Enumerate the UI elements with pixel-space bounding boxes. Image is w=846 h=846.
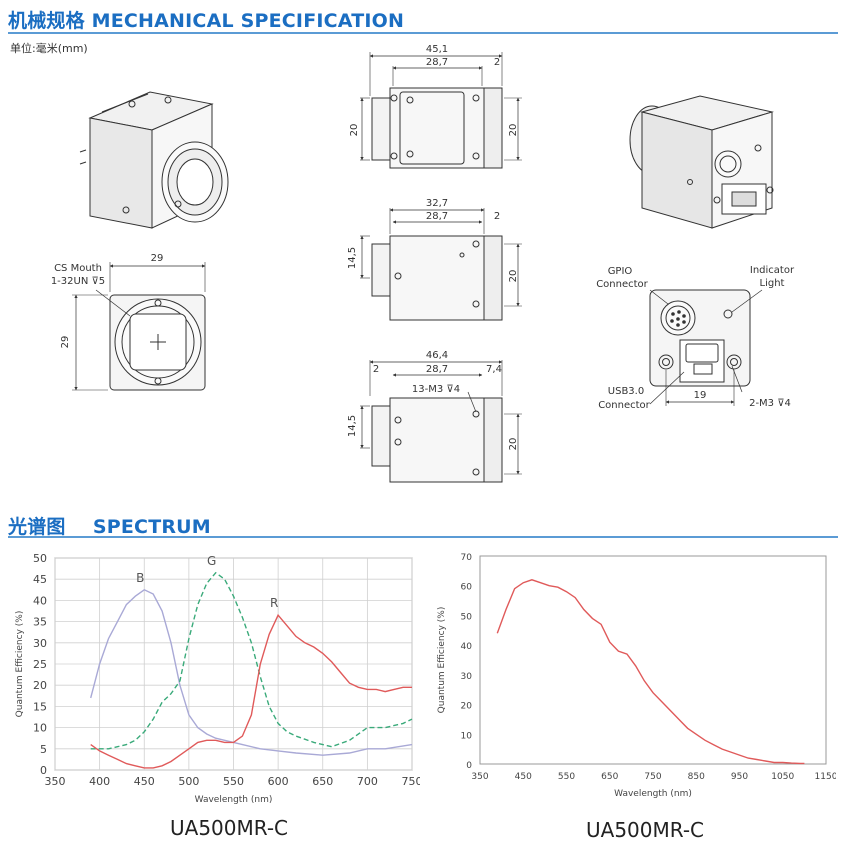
x-tick-label: 850	[688, 772, 705, 782]
rear-spacing-dim: 19	[694, 390, 707, 401]
side-total-dim: 32,7	[426, 198, 448, 209]
y-tick-label: 15	[33, 700, 47, 713]
y-tick-label: 35	[33, 616, 47, 629]
series-line-b	[90, 588, 413, 756]
camera-bottom-view	[360, 360, 522, 483]
x-tick-label: 650	[312, 775, 333, 788]
y-axis-label: Quantum Efficiency (%)	[437, 607, 447, 714]
gpio-label-line1: GPIO	[608, 266, 633, 277]
series-label-g: G	[207, 554, 216, 568]
side-height-left-dim: 14,5	[347, 247, 358, 269]
y-tick-label: 30	[461, 672, 473, 682]
series-label-b: B	[136, 571, 144, 585]
side-body-dim: 28,7	[426, 211, 448, 222]
top-total-dim: 45,1	[426, 44, 448, 55]
bottom-body-dim: 28,7	[426, 364, 448, 375]
x-tick-label: 600	[268, 775, 289, 788]
x-tick-label: 400	[89, 775, 110, 788]
camera-rear-view	[649, 289, 763, 406]
x-tick-label: 500	[178, 775, 199, 788]
bottom-hole-dim: 13-M3 ⊽4	[412, 384, 460, 395]
y-tick-label: 10	[33, 722, 47, 735]
y-tick-label: 30	[33, 637, 47, 650]
camera-top-view	[360, 52, 522, 169]
x-tick-label: 750	[402, 775, 421, 788]
x-tick-label: 650	[601, 772, 618, 782]
y-tick-label: 40	[461, 642, 473, 652]
x-tick-label: 450	[134, 775, 155, 788]
y-tick-label: 10	[461, 731, 473, 741]
y-tick-label: 25	[33, 658, 47, 671]
x-tick-label: 350	[45, 775, 66, 788]
mount-label-line1: CS Mouth	[54, 263, 102, 274]
x-tick-label: 750	[644, 772, 661, 782]
y-tick-label: 50	[33, 552, 47, 565]
gpio-label-line2: Connector	[596, 279, 648, 290]
x-axis-label: Wavelength (nm)	[614, 789, 692, 799]
camera-iso-rear-illustration	[629, 95, 774, 229]
bottom-right-dim: 7,4	[486, 364, 502, 375]
series-line-r	[90, 613, 412, 769]
unit-label: 单位:毫米(mm)	[10, 42, 88, 55]
series-label-r: R	[270, 596, 278, 610]
side-flange-dim: 2	[494, 211, 500, 222]
spectrum-title: 光谱图 SPECTRUM	[8, 512, 211, 539]
mechanical-title: 机械规格 MECHANICAL SPECIFICATION	[8, 10, 405, 32]
bottom-total-dim: 46,4	[426, 350, 448, 361]
x-tick-label: 550	[558, 772, 575, 782]
usb-label-line1: USB3.0	[608, 386, 644, 397]
top-flange-dim: 2	[494, 57, 500, 68]
mount-label-line2: 1-32UN ⊽5	[51, 276, 105, 287]
front-height-dim: 29	[60, 336, 71, 349]
mechanical-drawing: CS Mouth 1-32UN ⊽5 29 29 45,1 28,7 2 20 …	[51, 44, 795, 483]
bottom-height-left-dim: 14,5	[347, 415, 358, 437]
y-tick-label: 0	[466, 761, 472, 771]
model-label-right: UA500MR-C	[586, 818, 705, 842]
y-tick-label: 50	[461, 612, 473, 622]
x-tick-label: 700	[357, 775, 378, 788]
camera-front-view	[72, 262, 206, 391]
top-body-dim: 28,7	[426, 57, 448, 68]
side-height-right-dim: 20	[508, 270, 519, 283]
y-tick-label: 5	[40, 743, 47, 756]
x-axis-label: Wavelength (nm)	[195, 795, 273, 805]
indicator-label-line2: Light	[760, 278, 785, 289]
y-axis-label: Quantum Efficiency (%)	[15, 611, 25, 718]
y-tick-label: 45	[33, 573, 47, 586]
mechanical-divider	[8, 32, 838, 34]
top-height-left-dim: 20	[349, 124, 360, 137]
x-tick-label: 550	[223, 775, 244, 788]
top-height-right-dim: 20	[508, 124, 519, 137]
spectrum-chart-color: 350 400 450 500 550 600 650 700 750 0 5 10 15 20 25 30 3…	[15, 552, 421, 805]
x-tick-label: 450	[515, 772, 532, 782]
y-tick-label: 0	[40, 764, 47, 777]
rear-holes-dim: 2-M3 ⊽4	[749, 398, 791, 409]
x-tick-label: 1150	[815, 772, 836, 782]
y-tick-label: 40	[33, 594, 47, 607]
x-tick-label: 950	[731, 772, 748, 782]
x-tick-label: 1050	[771, 772, 794, 782]
spectrum-chart-mono: 350 450 550 650 750 850 950 1050 1150 0 10 20 30 40 50…	[437, 553, 836, 799]
plot-area	[479, 555, 827, 765]
y-tick-label: 20	[461, 702, 473, 712]
indicator-label-line1: Indicator	[750, 265, 795, 276]
camera-iso-front-illustration	[79, 91, 229, 229]
front-width-dim: 29	[151, 253, 164, 264]
series-line-qe	[496, 579, 805, 765]
y-tick-label: 70	[461, 553, 473, 563]
spectrum-title-text: 光谱图 SPECTRUM	[8, 516, 211, 538]
x-tick-label: 350	[471, 772, 488, 782]
y-tick-label: 60	[461, 583, 473, 593]
camera-side-view	[360, 208, 522, 321]
y-tick-label: 20	[33, 679, 47, 692]
usb-label-line2: Connector	[598, 400, 650, 411]
bottom-height-right-dim: 20	[508, 438, 519, 451]
bottom-left-dim: 2	[373, 364, 379, 375]
model-label-left: UA500MR-C	[170, 816, 289, 840]
spectrum-divider	[8, 536, 838, 538]
